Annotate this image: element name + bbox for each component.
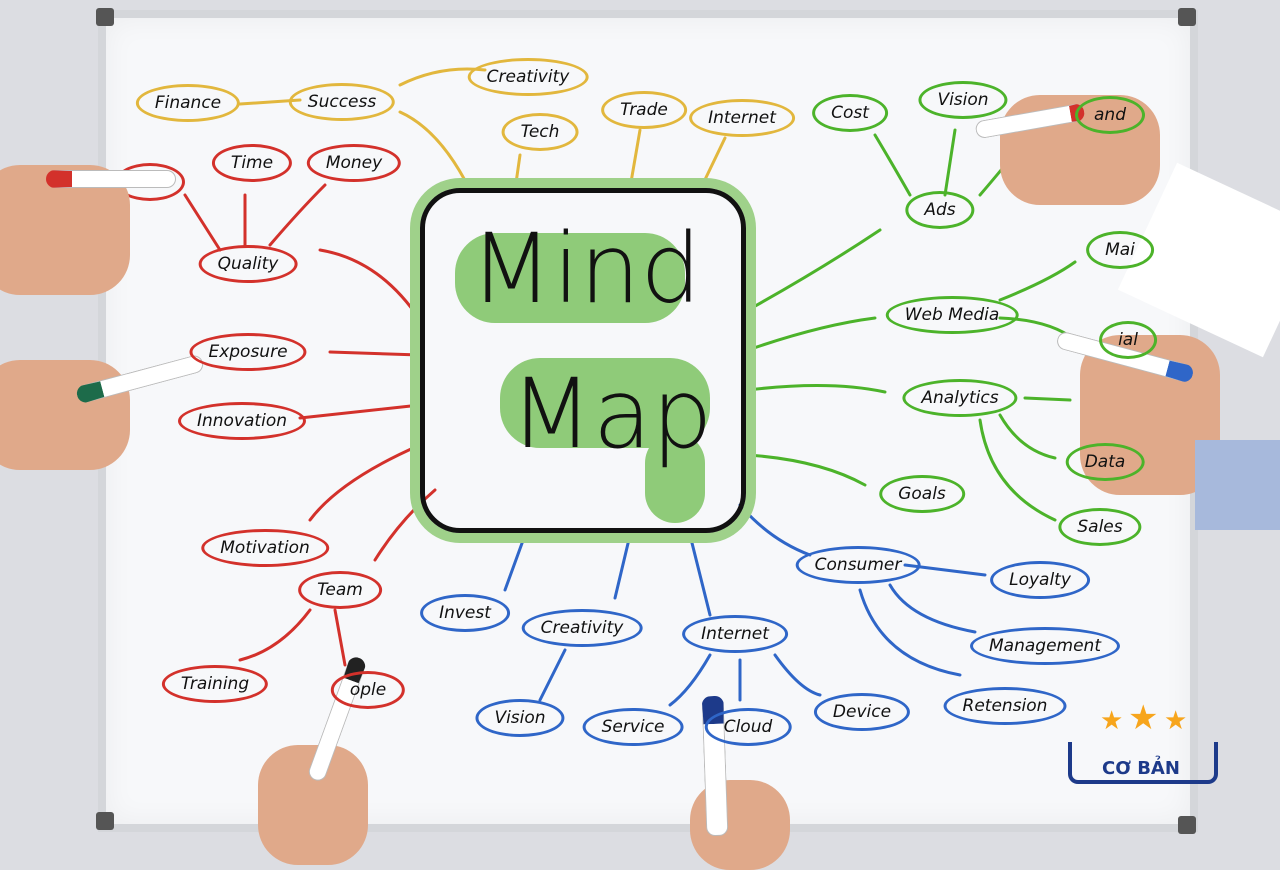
node-consumer: Consumer [795,546,921,584]
node-motivation: Motivation [201,529,329,567]
node-social: ial [1099,321,1157,359]
node-vision: Vision [918,81,1008,119]
node-data: Data [1065,443,1145,481]
node-analytics: Analytics [902,379,1018,417]
node-service: Service [582,708,684,746]
node-creativity-blue: Creativity [521,609,643,647]
node-time: Time [211,144,293,182]
node-loyalty: Loyalty [990,561,1090,599]
node-management: Management [970,627,1120,665]
node-cost: Cost [812,94,888,132]
star-icon: ★ [1164,706,1188,736]
board-corner [96,8,114,26]
book-icon [1068,742,1218,784]
node-invest: Invest [420,594,510,632]
node-trade: Trade [601,91,687,129]
board-corner [1178,8,1196,26]
logo: ★ ★ ★ CƠ BẢN [1062,698,1222,786]
node-device: Device [813,693,911,731]
node-mail: Mai [1086,231,1154,269]
node-goals: Goals [879,475,965,513]
node-people: ople [330,671,406,709]
board-corner [1178,816,1196,834]
node-vision-blue: Vision [475,699,565,737]
node-tech: Tech [501,113,579,151]
red-marker [46,170,176,188]
center-title-line2: Map [510,358,713,470]
node-creativity: Creativity [467,58,589,96]
node-cloud: Cloud [704,708,792,746]
node-brand: and [1075,96,1145,134]
node-web-media: Web Media [885,296,1019,334]
node-quality: Quality [198,245,298,283]
node-retension: Retension [943,687,1067,725]
node-team: Team [298,571,382,609]
star-icon: ★ [1128,698,1159,738]
board-corner [96,812,114,830]
node-exposure: Exposure [189,333,307,371]
node-internet-blue: Internet [682,615,788,653]
shirt-sleeve [1195,440,1280,530]
logo-text: CƠ BẢN [1102,758,1180,779]
central-node: Mind Map [420,188,746,533]
node-internet: Internet [689,99,795,137]
star-icon: ★ [1100,706,1124,736]
node-training: Training [161,665,269,703]
node-ads: Ads [905,191,975,229]
node-finance: Finance [135,84,241,122]
node-sales: Sales [1058,508,1142,546]
center-title-line1: Mind [470,213,702,325]
node-innovation: Innovation [177,402,307,440]
node-money: Money [306,144,402,182]
node-success: Success [288,83,396,121]
